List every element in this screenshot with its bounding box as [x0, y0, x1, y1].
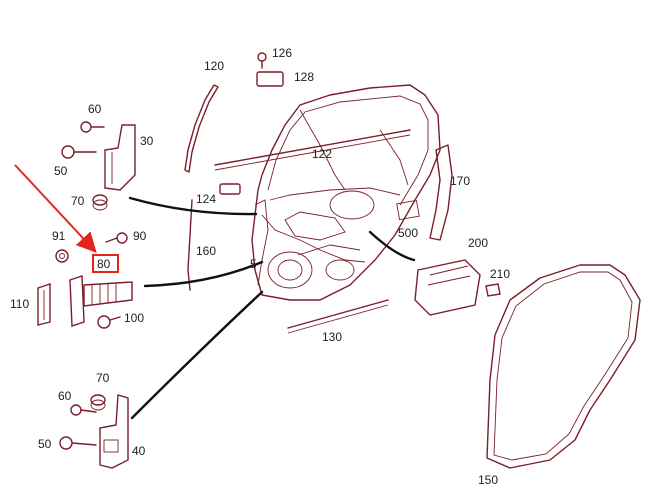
label-500: 500	[398, 226, 418, 240]
bolt-60-upper	[80, 121, 105, 133]
window-channel	[184, 84, 219, 173]
bracket-110	[37, 283, 51, 326]
upper-hinge-30	[104, 124, 136, 191]
label-160: 160	[196, 244, 216, 258]
label-50-upper: 50	[54, 164, 68, 178]
gasket-170	[429, 144, 453, 241]
bolt-50-upper	[61, 145, 97, 159]
label-110: 110	[10, 297, 29, 311]
label-5: 5	[250, 257, 257, 271]
leader-check	[143, 260, 264, 288]
bolt-50-lower	[59, 436, 97, 450]
plug-210	[485, 283, 501, 297]
bolt-100	[97, 315, 121, 329]
sill-strip	[287, 299, 389, 329]
label-122: 122	[312, 147, 332, 161]
label-130: 130	[322, 330, 342, 344]
screw-126	[257, 52, 267, 69]
lower-hinge-40	[99, 394, 129, 469]
label-80: 80	[97, 257, 111, 271]
label-126: 126	[272, 46, 292, 60]
bushing-70-upper	[92, 194, 108, 211]
leader-hinge-lower	[130, 290, 264, 420]
pad-500	[396, 199, 420, 221]
label-91: 91	[52, 229, 66, 243]
belt-strip	[214, 129, 411, 166]
bracket-128	[256, 71, 284, 87]
door-shell	[251, 84, 441, 301]
pointer-arrow	[14, 164, 97, 253]
clip-124	[219, 183, 241, 195]
leader-hinge-upper	[128, 196, 258, 216]
label-100: 100	[124, 311, 144, 325]
label-60-lower: 60	[58, 389, 72, 403]
label-170: 170	[450, 174, 470, 188]
module-200	[414, 259, 481, 316]
label-128: 128	[294, 70, 314, 84]
label-200: 200	[468, 236, 488, 250]
label-30: 30	[140, 134, 154, 148]
label-40: 40	[132, 444, 146, 458]
seal-150	[486, 264, 641, 469]
bolt-60-lower	[70, 404, 97, 416]
label-150: 150	[478, 473, 498, 487]
label-70-lower: 70	[96, 371, 110, 385]
door-check-80	[69, 275, 133, 327]
label-124: 124	[196, 192, 216, 206]
label-60-upper: 60	[88, 102, 102, 116]
label-70-upper: 70	[71, 194, 85, 208]
bolt-90	[105, 232, 128, 244]
guide-rod	[187, 199, 193, 291]
highlight-box-80	[92, 254, 119, 273]
label-90: 90	[133, 229, 147, 243]
label-50-lower: 50	[38, 437, 52, 451]
nut-91	[55, 249, 69, 263]
label-120: 120	[204, 59, 224, 73]
label-210: 210	[490, 267, 510, 281]
leader-module	[368, 230, 416, 262]
bushing-70-lower	[90, 394, 106, 411]
